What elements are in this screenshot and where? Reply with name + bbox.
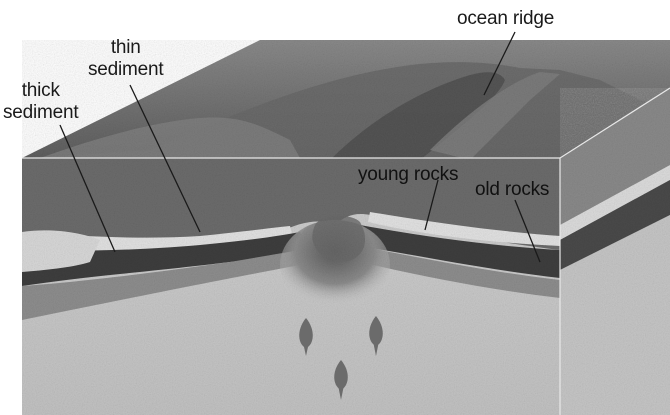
label-old-rocks: old rocks xyxy=(475,179,549,201)
label-ocean-ridge: ocean ridge xyxy=(457,8,554,30)
label-thin-sediment-line1: thin xyxy=(88,37,164,59)
label-thick-sediment-line1: thick xyxy=(3,80,79,102)
label-thin-sediment: thin sediment xyxy=(88,37,164,81)
label-thick-sediment: thick sediment xyxy=(3,80,79,124)
label-young-rocks: young rocks xyxy=(358,164,458,186)
label-thick-sediment-line2: sediment xyxy=(3,102,79,124)
label-thin-sediment-line2: sediment xyxy=(88,59,164,81)
